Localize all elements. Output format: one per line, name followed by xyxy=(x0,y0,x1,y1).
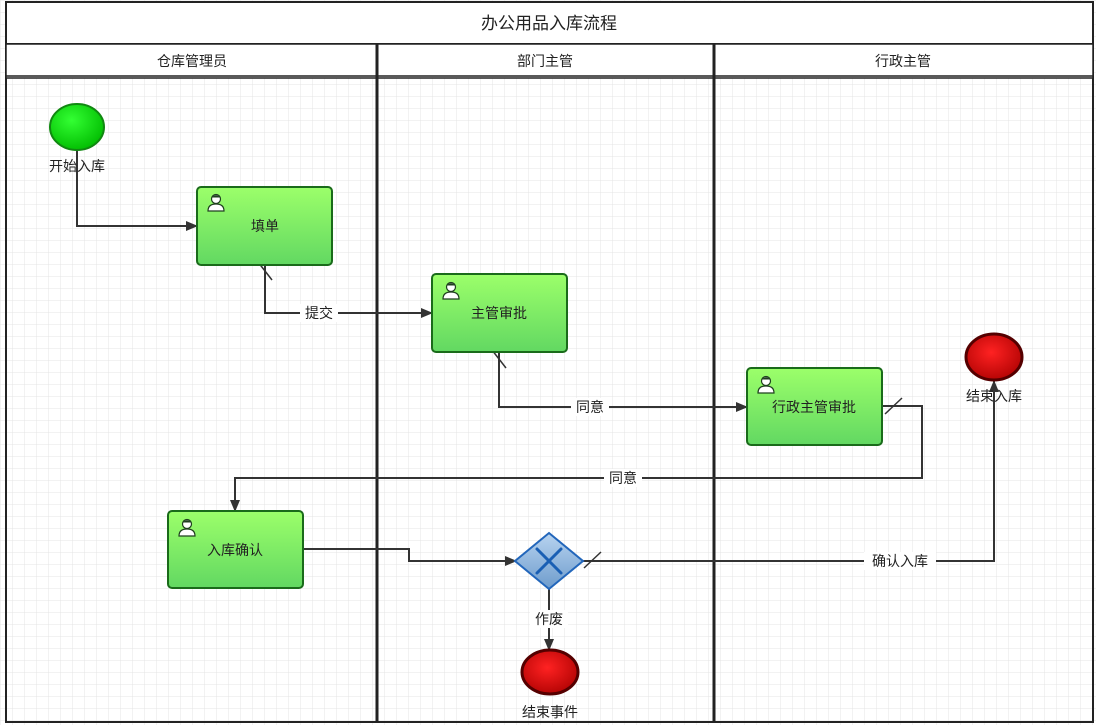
user-icon xyxy=(757,375,775,394)
end-event-void-label: 结束事件 xyxy=(522,705,578,721)
task-fill-form-label: 填单 xyxy=(251,219,279,235)
sequence-flows xyxy=(76,150,999,651)
flow-approve-admin[interactable] xyxy=(230,405,923,512)
task-admin-approval-label: 行政主管审批 xyxy=(772,400,856,416)
end-event-void[interactable]: 结束事件 xyxy=(520,648,580,721)
task-dept-approval-label: 主管审批 xyxy=(471,306,527,322)
user-icon xyxy=(442,281,460,300)
lane-header-warehouse: 仓库管理员 xyxy=(157,54,227,70)
end-event-stock-in-label: 结束入库 xyxy=(966,389,1022,405)
flow-submit[interactable] xyxy=(264,265,433,318)
task-stock-in-confirm-label: 入库确认 xyxy=(207,543,263,559)
lane-header-dept-manager: 部门主管 xyxy=(517,54,573,70)
end-event-stock-in[interactable]: 结束入库 xyxy=(964,332,1024,405)
diagram-title: 办公用品入库流程 xyxy=(481,14,617,34)
x-icon xyxy=(535,547,563,575)
flow-start-to-fill[interactable] xyxy=(76,150,198,231)
flow-label-submit: 提交 xyxy=(305,305,333,322)
flow-label-approve-admin: 同意 xyxy=(609,470,637,487)
pool: 办公用品入库流程 仓库管理员 部门主管 行政主管 xyxy=(5,1,1094,723)
flow-confirm-to-gateway[interactable] xyxy=(303,548,517,566)
task-dept-approval[interactable]: 主管审批 xyxy=(431,273,568,353)
flow-labels: 提交 同意 同意 确认入库 作废 xyxy=(300,304,936,628)
flow-label-approve-dept: 同意 xyxy=(576,399,604,416)
flow-label-void: 作废 xyxy=(535,612,563,628)
exclusive-gateway[interactable] xyxy=(513,531,585,591)
flow-approve-dept[interactable] xyxy=(498,352,748,412)
start-event[interactable]: 开始入库 xyxy=(49,103,105,175)
user-icon xyxy=(178,518,196,537)
flow-confirm-in[interactable] xyxy=(583,380,999,562)
user-icon xyxy=(207,193,225,212)
task-fill-form[interactable]: 填单 xyxy=(196,186,333,266)
flow-label-confirm-in: 确认入库 xyxy=(872,554,928,570)
task-admin-approval[interactable]: 行政主管审批 xyxy=(746,367,883,446)
task-stock-in-confirm[interactable]: 入库确认 xyxy=(167,510,304,589)
start-event-label: 开始入库 xyxy=(49,159,105,175)
lane-header-admin-manager: 行政主管 xyxy=(875,54,931,70)
